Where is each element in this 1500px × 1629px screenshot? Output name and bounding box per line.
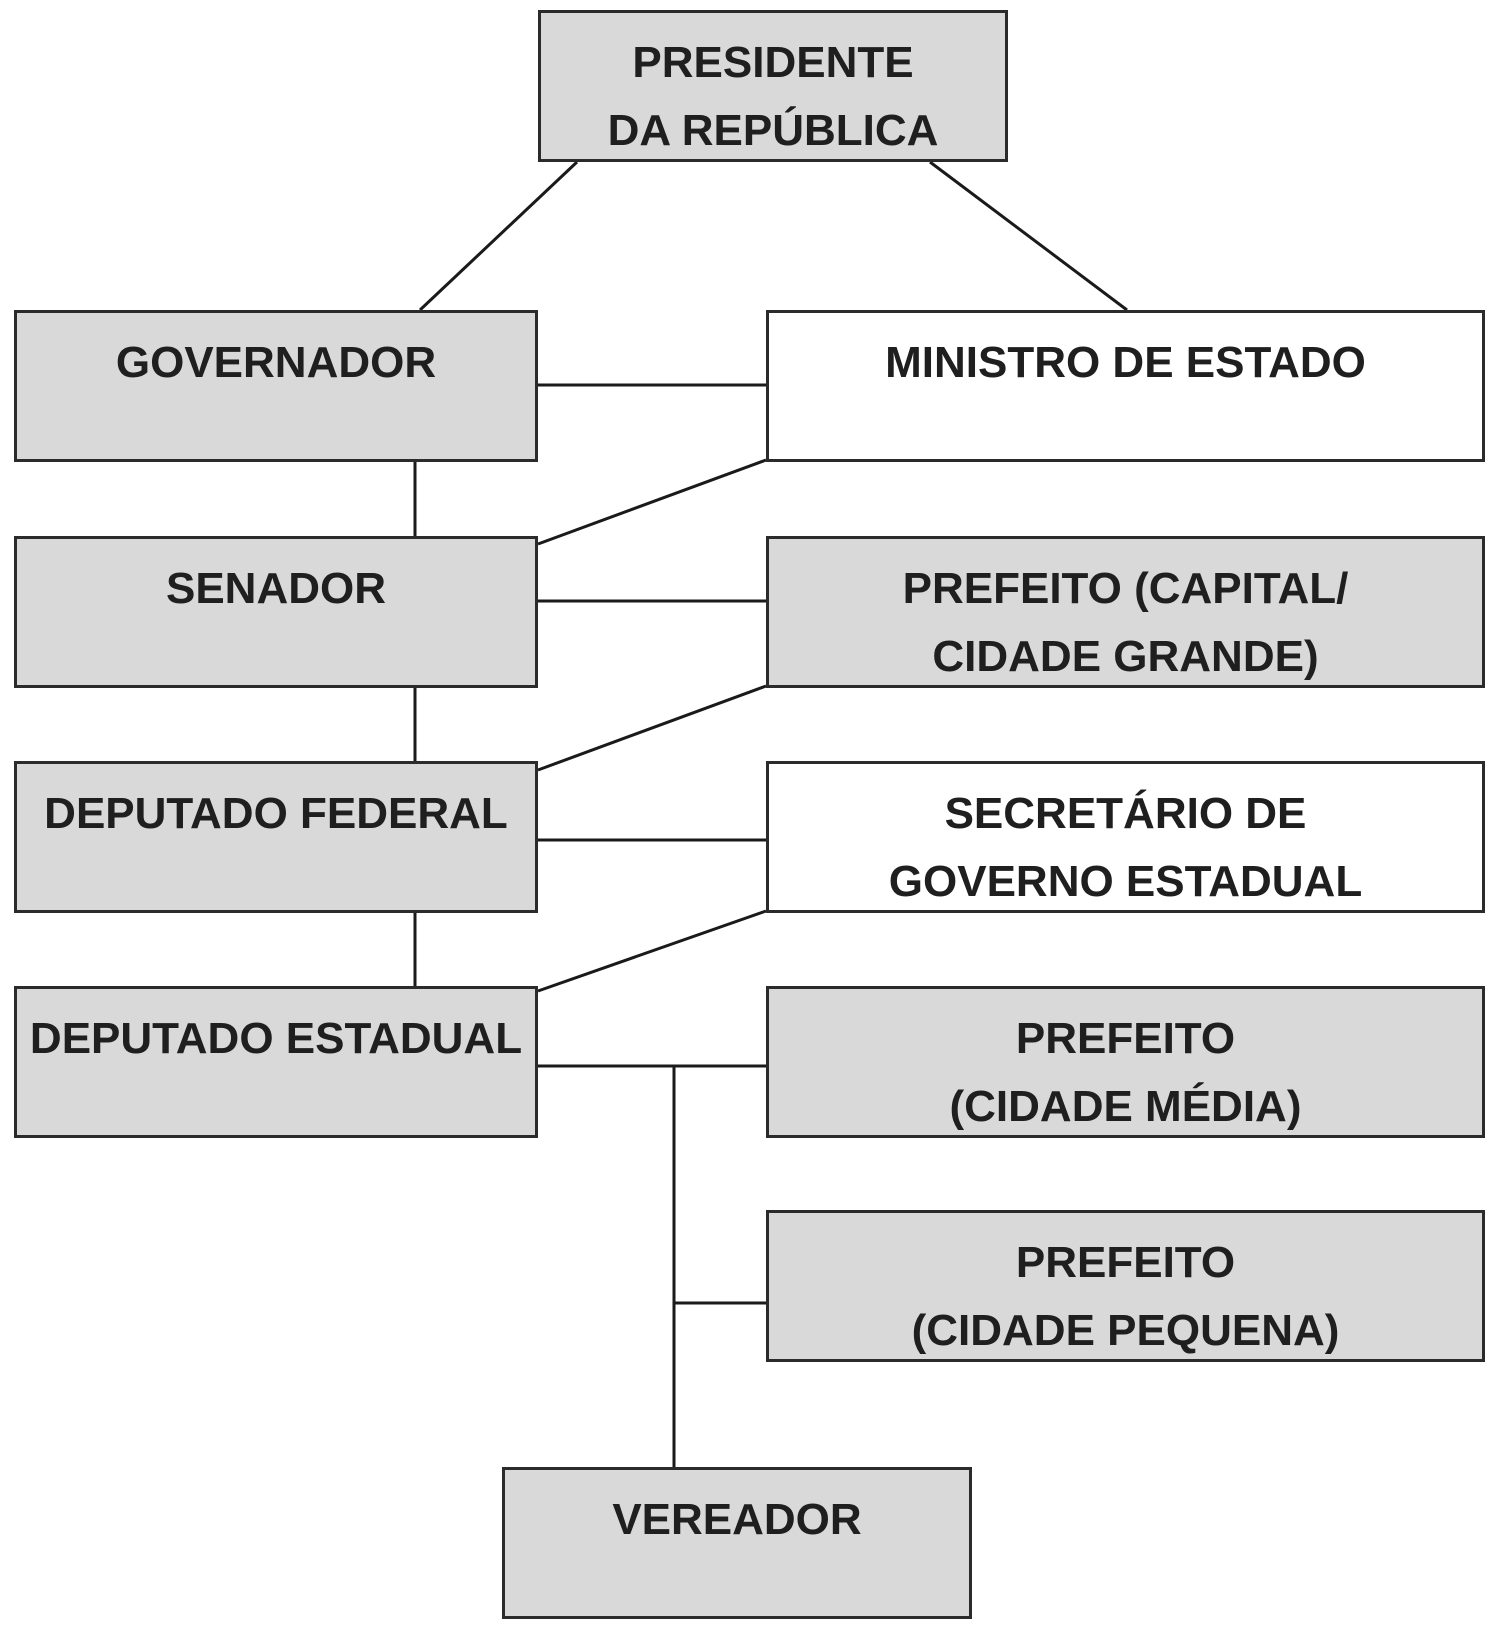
node-ministro-line-1: MINISTRO DE ESTADO	[885, 338, 1366, 387]
node-prefeito-pequena-line-2: (CIDADE PEQUENA)	[911, 1306, 1340, 1355]
node-deputado-federal: DEPUTADO FEDERAL	[14, 761, 538, 913]
node-presidente-line-1: PRESIDENTE	[632, 38, 914, 87]
node-prefeito-capital-line-2: CIDADE GRANDE)	[932, 632, 1319, 681]
node-deputado-estadual: DEPUTADO ESTADUAL	[14, 986, 538, 1138]
node-secretario-line-2: GOVERNO ESTADUAL	[888, 857, 1363, 906]
node-vereador-line-1: VEREADOR	[612, 1495, 862, 1544]
node-secretario: SECRETÁRIO DE GOVERNO ESTADUAL	[766, 761, 1485, 913]
node-prefeito-capital-line-1: PREFEITO (CAPITAL/	[902, 564, 1349, 613]
node-governador: GOVERNADOR	[14, 310, 538, 462]
node-prefeito-media-line-2: (CIDADE MÉDIA)	[949, 1082, 1302, 1131]
connector-presidente-ministro	[929, 160, 1128, 312]
node-presidente: PRESIDENTE DA REPÚBLICA	[538, 10, 1008, 162]
connector-prefeito-capital-deputado-federal	[537, 684, 767, 772]
connector-ministro-senador	[537, 458, 767, 546]
node-senador: SENADOR	[14, 536, 538, 688]
node-senador-line-1: SENADOR	[165, 564, 387, 613]
node-presidente-line-2: DA REPÚBLICA	[607, 106, 939, 155]
node-vereador: VEREADOR	[502, 1467, 972, 1619]
connector-secretario-deputado-estadual	[537, 909, 767, 993]
node-secretario-line-1: SECRETÁRIO DE	[944, 789, 1307, 838]
node-prefeito-media-line-1: PREFEITO	[1015, 1014, 1236, 1063]
node-deputado-estadual-line-1: DEPUTADO ESTADUAL	[29, 1014, 523, 1063]
node-ministro: MINISTRO DE ESTADO	[766, 310, 1485, 462]
node-prefeito-pequena-line-1: PREFEITO	[1015, 1238, 1236, 1287]
connector-presidente-governador	[418, 160, 579, 312]
node-prefeito-media: PREFEITO (CIDADE MÉDIA)	[766, 986, 1485, 1138]
node-governador-line-1: GOVERNADOR	[115, 338, 437, 387]
node-prefeito-pequena: PREFEITO (CIDADE PEQUENA)	[766, 1210, 1485, 1362]
node-deputado-federal-line-1: DEPUTADO FEDERAL	[44, 789, 508, 838]
node-prefeito-capital: PREFEITO (CAPITAL/ CIDADE GRANDE)	[766, 536, 1485, 688]
